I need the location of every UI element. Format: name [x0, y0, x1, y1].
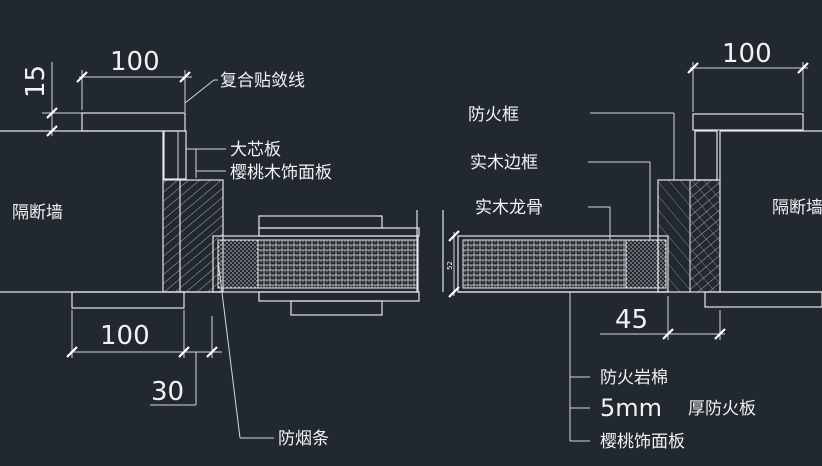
label-composite-trim: 复合贴敛线: [220, 71, 305, 91]
dim-left-vertical-text: 15: [21, 65, 51, 98]
right-leaders: [569, 112, 675, 442]
label-fireboard-size: 5mm: [600, 394, 662, 422]
dim-top-left-text: 100: [110, 47, 160, 77]
label-rock-wool: 防火岩棉: [600, 368, 668, 388]
dim-left-vertical: 15: [21, 62, 82, 137]
label-cherry-panel-right: 樱桃饰面板: [600, 432, 685, 452]
label-solid-keel: 实木龙骨: [475, 198, 543, 218]
left-frame-trim: [71, 112, 187, 309]
dim-top-right: 100: [687, 39, 809, 112]
dim-bottom-right: 45: [600, 296, 726, 340]
dim-panel-thickness-text: 52: [446, 261, 454, 270]
label-smoke-seal: 防烟条: [278, 429, 329, 449]
right-hatched-frame: [657, 113, 804, 293]
dim-top-right-text: 100: [722, 39, 772, 69]
label-partition-left: 隔断墙: [12, 203, 63, 223]
label-fire-frame: 防火框: [468, 105, 519, 125]
left-door-leaf: [212, 210, 420, 316]
dim-bottom-left-small-text: 30: [151, 377, 184, 407]
dim-bottom-left: 100 30: [66, 310, 222, 407]
label-cherry-panel-left: 樱桃木饰面板: [230, 163, 332, 183]
left-leaders: [184, 79, 274, 439]
label-partition-right: 隔断墙: [772, 198, 822, 218]
label-solid-frame: 实木边框: [470, 153, 538, 173]
dim-bottom-left-text: 100: [100, 321, 150, 351]
dim-top-left: 100: [76, 47, 192, 110]
dim-bottom-right-text: 45: [615, 305, 648, 335]
right-wall: [704, 130, 822, 308]
label-fireboard-text: 厚防火板: [688, 399, 756, 419]
dim-panel-thickness: 52: [446, 230, 460, 298]
right-door-leaf: [442, 210, 669, 293]
label-core-board: 大芯板: [230, 140, 281, 160]
